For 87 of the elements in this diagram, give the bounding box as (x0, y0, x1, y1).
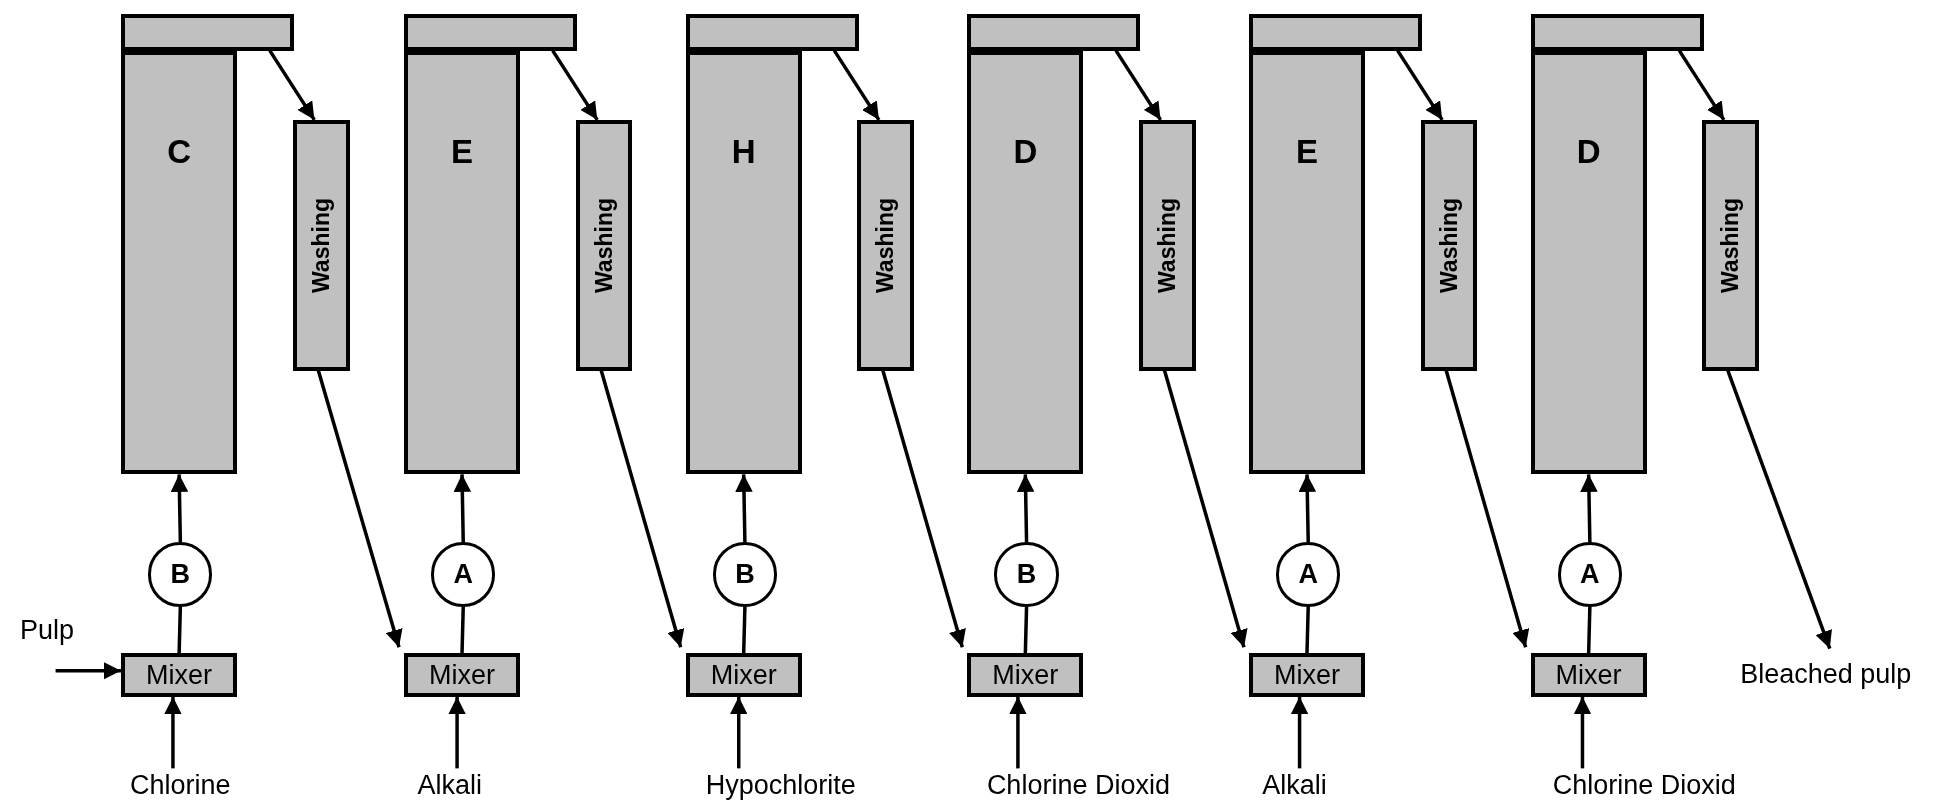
flow-arrow (1162, 370, 1248, 648)
stage-letter: D (1013, 132, 1038, 171)
connector-line (741, 606, 747, 654)
tower-top-box (1248, 13, 1422, 51)
washing-label: Washing (1435, 197, 1463, 293)
stage-letter: C (167, 132, 192, 171)
mixer-label: Mixer (146, 659, 213, 691)
washing-label: Washing (1153, 197, 1181, 293)
mixer-label: Mixer (710, 659, 777, 691)
mixer-label: Mixer (429, 659, 495, 691)
connector-line (177, 606, 183, 654)
stage-letter: B (170, 558, 191, 590)
stage-letter: E (451, 132, 473, 171)
chemical-label: Chlorine Dioxid (1552, 770, 1736, 802)
mixer-label: Mixer (1555, 659, 1622, 691)
stage-letter: E (1295, 132, 1318, 171)
washing-label: Washing (307, 197, 335, 293)
stage-letter: D (1576, 132, 1601, 171)
washer-box (1138, 119, 1196, 371)
mixer-box (121, 653, 238, 697)
washer-box (575, 119, 633, 371)
tower-top-box (967, 13, 1141, 51)
flow-arrow (55, 662, 122, 680)
flow-arrow (1009, 696, 1027, 769)
flow-arrow (268, 49, 316, 121)
chemical-label: Bleached pulp (1740, 659, 1912, 690)
chemical-label: Alkali (1262, 770, 1327, 802)
chemical-label: Chlorine Dioxid (986, 770, 1170, 802)
flow-arrow (316, 370, 403, 648)
chemical-label: Alkali (417, 770, 482, 802)
washer-box (1420, 119, 1478, 371)
stage-letter: A (1580, 558, 1600, 590)
washing-label: Washing (872, 197, 900, 293)
flow-arrow (881, 370, 966, 648)
flow-arrow (735, 474, 753, 543)
flow-arrow (599, 370, 685, 648)
stage-letter: B (1016, 558, 1037, 590)
mixer-box (1248, 653, 1365, 697)
flow-arrow (730, 696, 748, 769)
flow-arrow (832, 49, 881, 121)
stage-letter: B (735, 558, 755, 590)
tower-top-box (121, 13, 294, 51)
flow-arrow (551, 49, 599, 121)
chemical-label: Chlorine (130, 770, 231, 802)
connector-line (460, 606, 465, 654)
bleaching-tower (1530, 50, 1647, 475)
washing-label: Washing (590, 197, 618, 293)
washer-box (1702, 119, 1760, 371)
flow-arrow (1396, 49, 1444, 121)
flow-arrow (448, 696, 466, 769)
bleaching-tower (685, 50, 802, 475)
input-label: Pulp (19, 615, 74, 647)
bleaching-tower (403, 50, 521, 475)
mixer-label: Mixer (992, 659, 1059, 691)
tower-top-box (685, 13, 859, 51)
tower-top-box (1530, 13, 1704, 51)
mixer-box (1530, 653, 1647, 697)
stage-letter: A (453, 558, 473, 590)
flow-arrow (164, 696, 182, 769)
mixer-label: Mixer (1273, 659, 1340, 691)
flow-arrow (170, 474, 189, 543)
washing-label: Washing (1717, 197, 1745, 293)
connector-line (1305, 606, 1310, 654)
mixer-box (967, 653, 1084, 697)
flow-arrow (1290, 696, 1309, 769)
stage-letter: H (731, 132, 756, 171)
flow-arrow (1444, 370, 1530, 648)
connector-line (1586, 606, 1592, 654)
flow-arrow (1573, 696, 1592, 769)
washer-box (857, 119, 915, 371)
washer-box (292, 119, 350, 371)
tower-top-box (403, 13, 577, 51)
flow-arrow (1016, 474, 1035, 543)
mixer-box (685, 653, 802, 697)
bleaching-tower (967, 50, 1084, 475)
flow-arrow (1677, 49, 1726, 121)
flow-arrow (1298, 474, 1317, 543)
bleaching-tower (1248, 50, 1365, 475)
connector-line (1023, 606, 1029, 654)
flow-arrow (453, 474, 472, 543)
bleaching-tower (121, 50, 238, 475)
stage-letter: A (1298, 558, 1318, 590)
flow-arrow (1114, 49, 1163, 121)
flow-arrow (1580, 474, 1598, 543)
chemical-label: Hypochlorite (705, 770, 856, 802)
mixer-box (403, 653, 521, 697)
flow-arrow (1726, 370, 1832, 650)
